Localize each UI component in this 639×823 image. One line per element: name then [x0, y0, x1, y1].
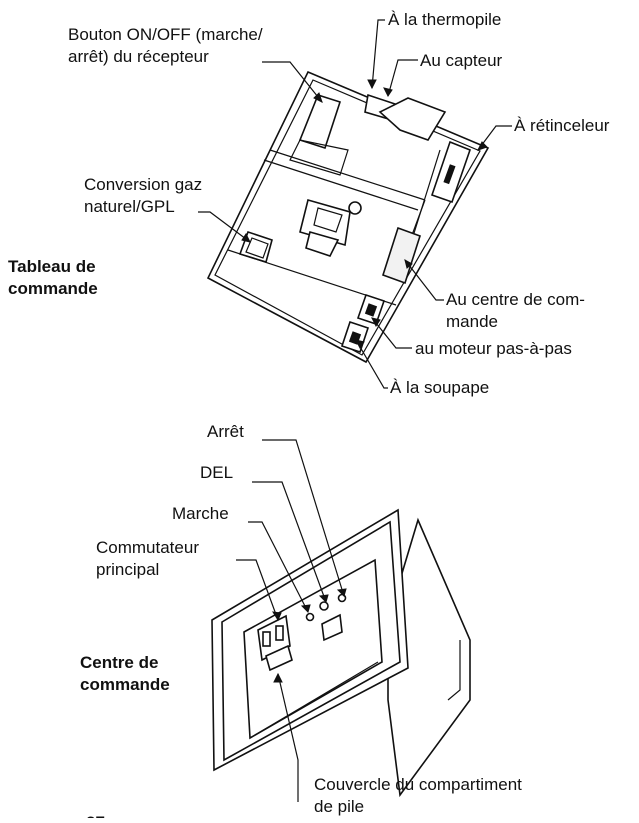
- label-battery-cover-line1: Couvercle du compartiment: [314, 775, 522, 794]
- label-control-center-line2: mande: [446, 312, 498, 331]
- section-label-control-center-line2: commande: [80, 675, 170, 694]
- label-gas-conversion-line2: naturel/GPL: [84, 197, 175, 216]
- section-label-control-center-line1: Centre de: [80, 653, 158, 672]
- label-thermopile: À la thermopile: [388, 10, 501, 29]
- label-led: DEL: [200, 463, 233, 482]
- label-sensor: Au capteur: [420, 51, 503, 70]
- label-off: Arrêt: [207, 422, 244, 441]
- section-label-control-board-line2: commande: [8, 279, 98, 298]
- page-number: 27: [86, 813, 105, 818]
- control-center-drawing: [211, 508, 471, 798]
- label-battery-cover-line2: de pile: [314, 797, 364, 816]
- label-main-switch-line1: Commutateur: [96, 538, 199, 557]
- label-power-button-line1: Bouton ON/OFF (marche/: [68, 25, 263, 44]
- section-label-control-board-line1: Tableau de: [8, 257, 96, 276]
- label-igniter: À rétinceleur: [514, 116, 610, 135]
- label-main-switch-line2: principal: [96, 560, 159, 579]
- bottom-leader-lines: [236, 439, 347, 802]
- label-power-button-line2: arrêt) du récepteur: [68, 47, 209, 66]
- label-control-center-line1: Au centre de com-: [446, 290, 585, 309]
- label-on: Marche: [172, 504, 229, 523]
- control-board-drawing: [206, 70, 490, 364]
- label-gas-conversion-line1: Conversion gaz: [84, 175, 202, 194]
- top-leader-lines: [198, 19, 512, 389]
- label-stepper-motor: au moteur pas-à-pas: [415, 339, 572, 358]
- label-valve: À la soupape: [390, 378, 489, 397]
